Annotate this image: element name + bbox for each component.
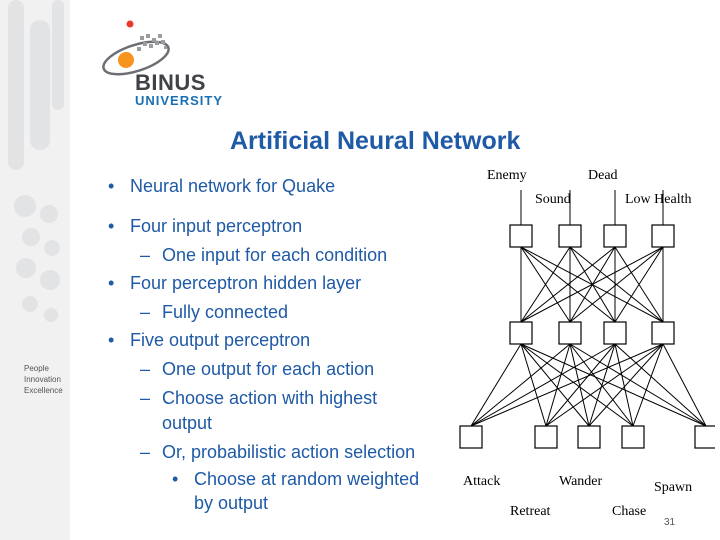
input-label: Enemy [487, 168, 527, 183]
bullet-text: Or, probabilistic action selection [162, 442, 416, 462]
connection-line [545, 343, 664, 427]
bullet-marker: – [140, 388, 151, 408]
bullet-marker: – [140, 302, 151, 322]
input-node [509, 224, 533, 248]
connection-line [569, 246, 664, 323]
output-node [577, 425, 601, 449]
binus-logo-icon [102, 20, 170, 76]
output-label: Attack [463, 474, 500, 489]
tagline-innovation: Innovation [24, 375, 61, 384]
bullet-text: by output [194, 493, 269, 513]
output-label: Spawn [654, 480, 692, 495]
bullet-marker: – [140, 245, 151, 265]
bullet-text: One output for each action [162, 359, 375, 379]
bullet-marker: – [140, 442, 151, 462]
bullet-line: • Five output perceptron [108, 330, 310, 351]
hidden-node [558, 321, 582, 345]
output-node [534, 425, 558, 449]
bullet-marker: • [108, 216, 115, 236]
connection-line [520, 343, 707, 427]
output-label: Chase [612, 504, 646, 519]
bullet-line: • Neural network for Quake [108, 176, 335, 197]
bullet-text: One input for each condition [162, 245, 388, 265]
connection-line [545, 343, 571, 427]
connection-line [520, 343, 547, 427]
bullet-line: • Four perceptron hidden layer [108, 273, 361, 294]
connection-line [614, 246, 664, 323]
input-node [603, 224, 627, 248]
connection-line [545, 343, 616, 427]
bullet-marker: • [172, 469, 179, 489]
tagline-excellence: Excellence [24, 386, 63, 395]
bullet-line: • Choose at random weighted [172, 469, 419, 490]
slide-title: Artificial Neural Network [230, 127, 521, 155]
connection-line [569, 343, 590, 427]
bullet-marker: – [140, 359, 151, 379]
brand-name: BINUS [135, 70, 206, 95]
bullet-text: Fully connected [162, 302, 289, 322]
output-label: Retreat [510, 504, 551, 519]
bullet-text: Four input perceptron [130, 216, 303, 236]
output-node [694, 425, 715, 449]
bullet-text: output [162, 413, 213, 433]
connection-line [520, 246, 616, 323]
connection-line [470, 343, 522, 427]
output-node [459, 425, 483, 449]
connection-line [632, 343, 664, 427]
bullet-marker: • [108, 330, 115, 350]
bullet-text: Choose at random weighted [194, 469, 420, 489]
bullet-text: Five output perceptron [130, 330, 311, 350]
connection-line [614, 343, 634, 427]
bullet-line: –Choose action with highest [140, 388, 377, 409]
connection-line [520, 343, 590, 427]
bullet-line: –Fully connected [140, 302, 288, 323]
input-node [558, 224, 582, 248]
connections [470, 190, 707, 427]
connection-line [520, 246, 664, 323]
connection-line [520, 246, 571, 323]
bullet-text: Neural network for Quake [130, 176, 336, 196]
hidden-node [509, 321, 533, 345]
connection-line [470, 343, 616, 427]
bullet-marker: • [108, 273, 115, 293]
bullet-line: by output [194, 493, 268, 514]
input-node [651, 224, 675, 248]
connection-line [662, 343, 707, 427]
bullet-text: Four perceptron hidden layer [130, 273, 362, 293]
bullet-line: • Four input perceptron [108, 216, 302, 237]
bullet-line: output [162, 413, 212, 434]
connection-line [470, 343, 571, 427]
input-label: Dead [588, 168, 618, 183]
input-label: Low Health [625, 192, 691, 207]
bullet-line: –Or, probabilistic action selection [140, 442, 415, 463]
output-label: Wander [559, 474, 603, 489]
hidden-node [603, 321, 627, 345]
connection-line [588, 343, 616, 427]
brand-subtitle: UNIVERSITY [135, 93, 224, 108]
tagline: People Innovation Excellence [24, 363, 63, 396]
connection-line [520, 343, 634, 427]
bullet-marker: • [108, 176, 115, 196]
output-node [621, 425, 645, 449]
connection-line [588, 343, 664, 427]
connection-line [470, 343, 664, 427]
sidebar-decoration: People Innovation Excellence [0, 0, 70, 540]
bullet-text: Choose action with highest [162, 388, 378, 408]
bullet-line: –One input for each condition [140, 245, 387, 266]
hidden-node [651, 321, 675, 345]
connection-line [569, 343, 707, 427]
tagline-people: People [24, 364, 49, 373]
sidebar-pattern [8, 0, 64, 322]
connection-line [614, 343, 707, 427]
input-label: Sound [535, 192, 571, 207]
bullet-line: –One output for each action [140, 359, 374, 380]
page-number: 31 [664, 517, 676, 528]
